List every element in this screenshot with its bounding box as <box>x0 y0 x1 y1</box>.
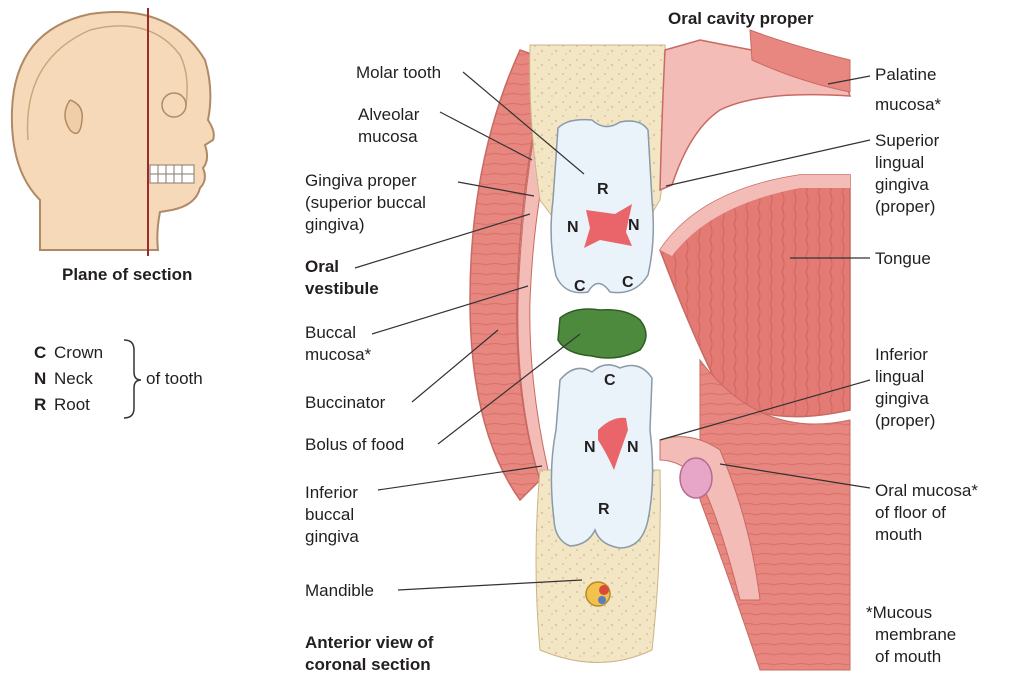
lower-neck-right-letter: N <box>627 439 639 456</box>
lower-neck-left-letter: N <box>584 439 596 456</box>
label-oral-cavity-proper: Oral cavity proper <box>668 8 814 30</box>
inferior-alveolar-bundle <box>586 582 610 606</box>
sublingual-gland <box>680 458 712 498</box>
upper-molar <box>551 120 653 293</box>
upper-neck-left-letter: N <box>567 219 579 236</box>
lower-root-letter: R <box>598 501 610 518</box>
upper-crown-right-letter: C <box>622 274 634 291</box>
label-mandible: Mandible <box>305 580 374 602</box>
upper-crown-left-letter: C <box>574 278 586 295</box>
label-bolus-of-food: Bolus of food <box>305 434 404 456</box>
label-tongue: Tongue <box>875 248 931 270</box>
lower-crown-letter: C <box>604 372 616 389</box>
upper-root-letter: R <box>597 181 609 198</box>
key-suffix: of tooth <box>146 368 203 390</box>
upper-neck-right-letter: N <box>628 217 640 234</box>
head-profile-inset <box>12 8 214 256</box>
teeth-row <box>150 165 194 183</box>
head-silhouette <box>12 12 214 250</box>
tongue <box>660 175 850 417</box>
label-buccinator: Buccinator <box>305 392 385 414</box>
bolus-of-food <box>558 309 646 358</box>
key-brace <box>124 340 141 418</box>
lower-molar <box>551 365 652 548</box>
label-molar-tooth: Molar tooth <box>356 62 441 84</box>
plane-of-section-label: Plane of section <box>62 264 192 286</box>
